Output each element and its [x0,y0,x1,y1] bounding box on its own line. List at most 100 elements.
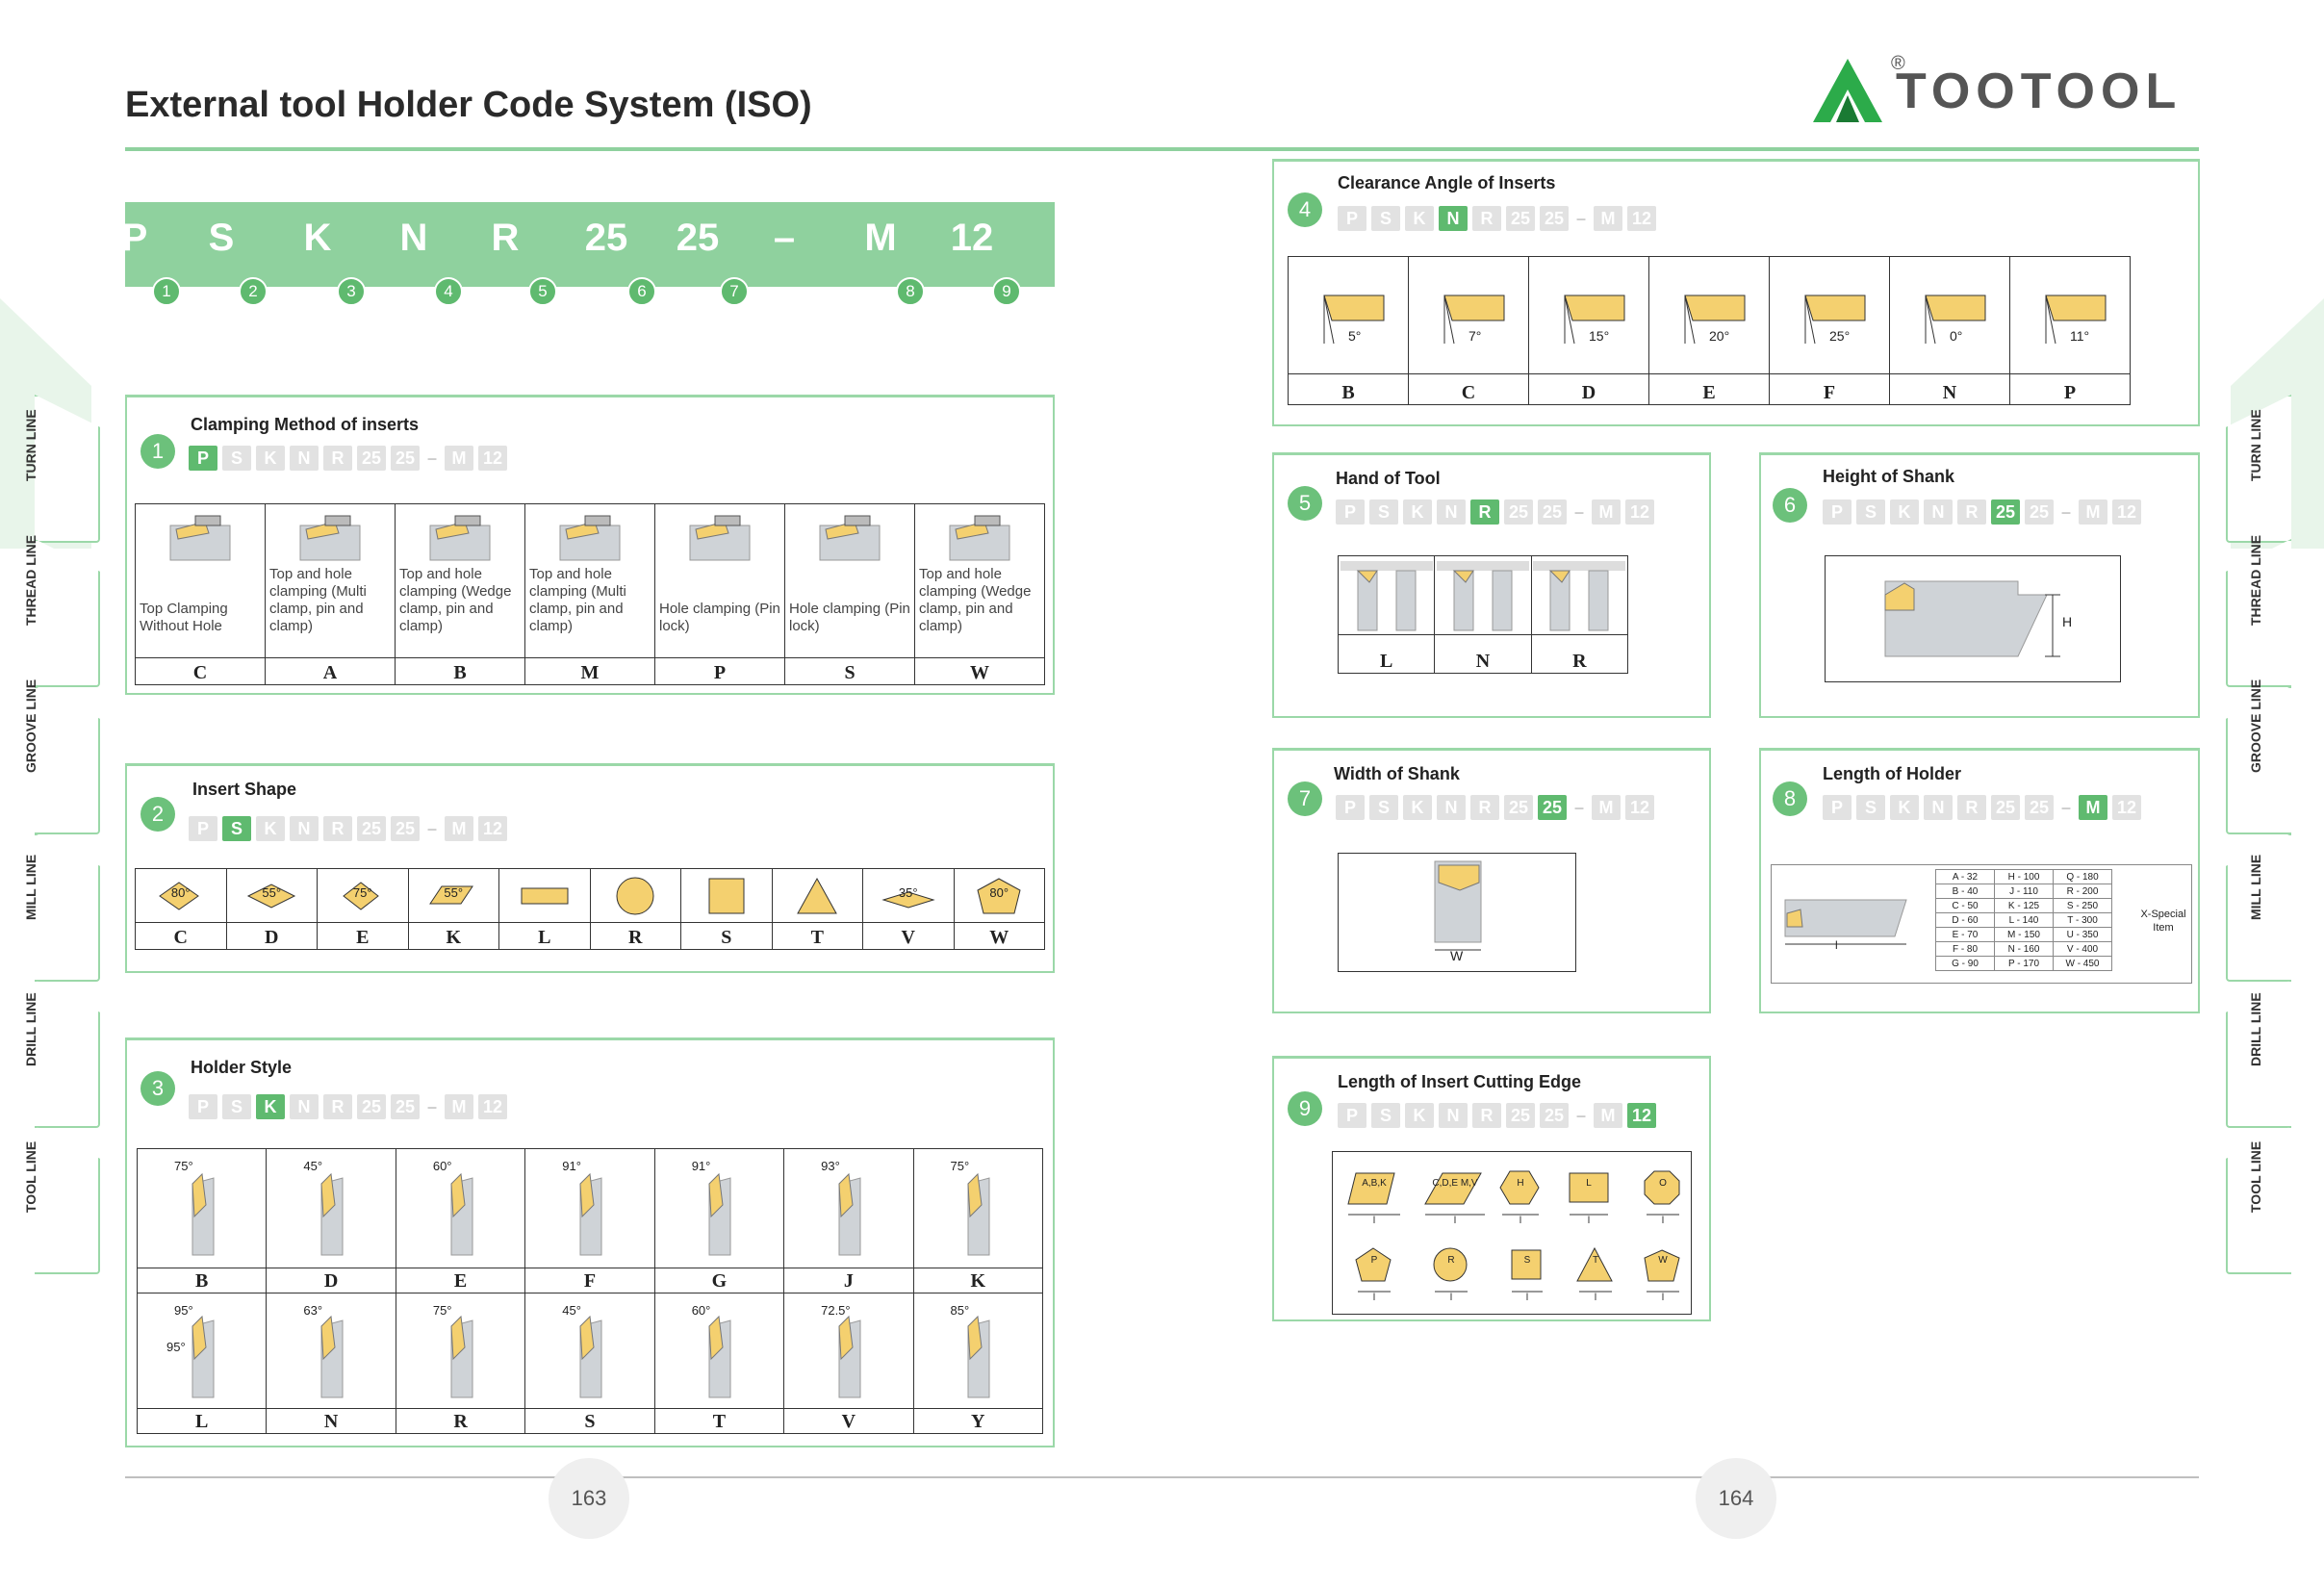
section-title-6: Height of Shank [1823,467,1955,486]
code-char-6: 25 [676,217,720,259]
holder-code: N [266,1408,396,1434]
mini-code-char: – [1575,1106,1586,1125]
length-code-cell: G - 90 [1935,956,1995,971]
hand-cell-l [1337,555,1436,635]
holder-cell-l: 95°95° [136,1293,268,1409]
side-tab-left-mill-line[interactable] [35,833,100,982]
code-char-2: K [303,217,332,259]
side-tab-left-drill-line[interactable] [35,980,100,1128]
clamp-illustration-icon [525,504,654,562]
holder-cell-v: 72.5° [783,1293,914,1409]
holder-code: G [653,1268,785,1293]
clamp-description: Top and hole clamping (Wedge clamp, pin … [399,566,512,634]
side-tab-left-groove-line[interactable] [35,686,100,834]
hand-r-icon [1532,559,1627,632]
clearance-cell-e: 20° [1648,256,1770,374]
cutting-edge-shape-icon [1643,1167,1683,1221]
cutting-edge-shape-icon [1575,1244,1616,1298]
holder-style-v-icon [784,1301,912,1401]
side-tab-left-tool-line[interactable] [35,1126,100,1274]
holder-cell-r: 75° [395,1293,526,1409]
cutting-edge-shape-icon [1344,1167,1404,1221]
mini-code-char: R [1957,499,1986,525]
clamp-illustration-icon [396,504,524,562]
mini-code-char: N [1924,499,1953,525]
shape-angle-label: 35° [898,885,918,900]
cutting-edge-shape-icon [1498,1167,1543,1221]
mini-code-char: 25 [1538,795,1567,820]
holder-cell-f: 91° [524,1148,655,1268]
page-title: External tool Holder Code System (ISO) [125,85,812,125]
mini-code-char: R [1472,1103,1501,1128]
length-code-cell: E - 70 [1935,927,1995,942]
code-position-8: 8 [896,277,925,306]
side-tab-label: TOOL LINE [23,1140,38,1213]
mini-code-char: R [1470,795,1499,820]
logo-mark-icon [1813,59,1882,122]
section-number-1: 1 [140,434,175,469]
clamping-table: Top Clamping Without Hole Top and hole cl… [135,503,1045,685]
clamp-cell-c: Top Clamping Without Hole [135,503,266,658]
code-char-7: – [773,217,796,259]
mini-code-char: M [1592,499,1621,525]
clamp-code: C [135,657,266,685]
mini-code-char: K [256,1094,285,1119]
section-number-4: 4 [1288,192,1322,227]
mini-code-char: – [1575,209,1586,228]
mini-code-char: S [1371,206,1400,231]
holder-angle-label: 93° [821,1159,840,1173]
section-title-9: Length of Insert Cutting Edge [1338,1072,1581,1091]
clamp-cell-a: Top and hole clamping (Multi clamp, pin … [265,503,396,658]
edge-shape-label: W [1658,1255,1668,1266]
holder-angle-label: 75° [174,1159,193,1173]
clamp-cell-s: Hole clamping (Pin lock) [784,503,915,658]
holder-cell-j: 93° [783,1148,914,1268]
clearance-insert-b-icon [1289,282,1408,349]
width-dim-label: W [1450,948,1464,963]
holder-angle-label: 72.5° [821,1303,851,1318]
mini-code-char: K [256,816,285,841]
clamp-description: Top Clamping Without Hole [140,601,228,634]
mini-code-char: 25 [391,446,420,471]
mini-code-char: 25 [1538,499,1567,525]
edge-shape-label: T [1592,1255,1599,1266]
page-bubble-right [1696,1458,1776,1539]
mini-code-char: – [1573,798,1584,817]
clearance-insert-c-icon [1409,282,1528,349]
mini-code-char: M [1594,206,1622,231]
mini-code-char: S [1369,499,1398,525]
mini-code-char: 12 [1627,206,1656,231]
clamp-description: Top and hole clamping (Multi clamp, pin … [269,566,367,634]
edge-shape-label: O [1659,1178,1667,1189]
shape-code: K [407,922,499,950]
cutting-edge-shape-icon [1431,1244,1471,1298]
insert-shape-w-icon [955,875,1045,917]
mini-code-char: M [445,446,473,471]
clearance-insert-d-icon [1529,282,1648,349]
registered-mark: ® [1891,53,1905,74]
header-divider [125,147,2199,151]
mini-code-char: 25 [391,1094,420,1119]
insert-shape-e-icon [318,875,408,917]
holder-code: T [653,1408,785,1434]
cutting-edge-shape-icon [1508,1244,1546,1298]
side-tab-left-thread-line[interactable] [35,539,100,687]
clearance-angle-label: 20° [1709,328,1730,344]
length-code-cell: H - 100 [1994,869,2054,884]
mini-code-char: S [1856,499,1885,525]
section-title-2: Insert Shape [192,780,297,799]
shape-code: L [498,922,591,950]
section-number-3: 3 [140,1071,175,1106]
mini-code-char: M [445,1094,473,1119]
shape-cell-d: 55° [225,868,318,923]
edge-dim-label: l [1661,1293,1665,1303]
clamp-illustration-icon [915,504,1044,562]
